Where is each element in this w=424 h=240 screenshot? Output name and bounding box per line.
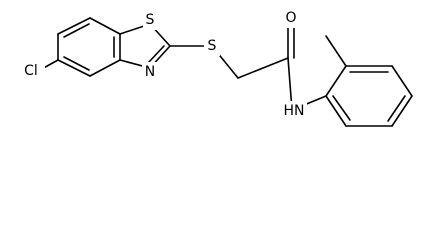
bond-ch2-co	[237, 57, 289, 79]
chemical-structure-diagram: Cl S N S O HN	[19, 8, 413, 127]
thioether-sulfur-label: S	[208, 38, 217, 54]
bond-benzo-3	[89, 17, 121, 35]
bond-tol-double-3	[332, 95, 351, 121]
ring-sulfur-label: S	[146, 12, 155, 28]
bond-thiazole-c2-n-double	[147, 45, 165, 64]
atom-labels: Cl S N S O HN	[19, 8, 307, 121]
bond-tol-1	[325, 65, 347, 97]
bond-methyl	[325, 35, 347, 67]
ring-nitrogen-label: N	[145, 64, 155, 80]
carbonyl-oxygen-label: O	[285, 10, 296, 26]
bond-benzo-double-3	[63, 56, 90, 71]
bond-tol-6	[325, 95, 347, 127]
chlorine-label: Cl	[24, 63, 38, 79]
amide-nh-label: HN	[284, 103, 305, 119]
bonds	[39, 17, 413, 127]
bond-tol-3	[391, 65, 413, 97]
bond-benzo-2	[57, 17, 91, 35]
bond-benzo-double-1	[63, 23, 90, 38]
bond-benzo-5	[89, 59, 121, 77]
bond-tol-double-2	[387, 95, 406, 122]
bond-benzo-6	[57, 59, 91, 77]
bond-tol-4	[391, 95, 413, 127]
